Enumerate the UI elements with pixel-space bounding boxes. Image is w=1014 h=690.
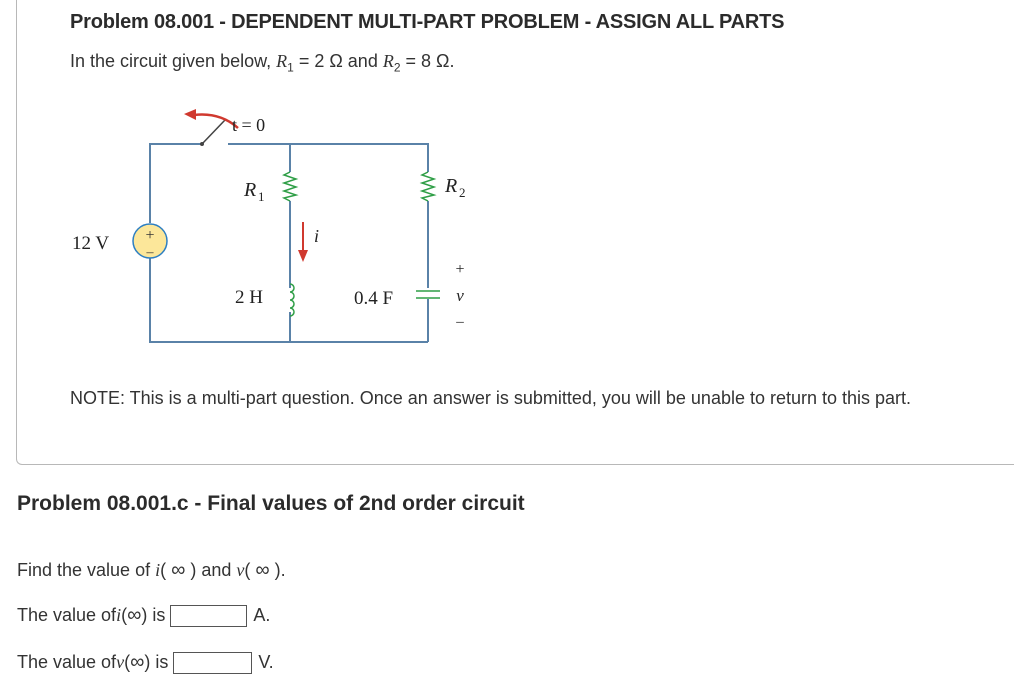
- wire-bottom: [149, 257, 428, 343]
- answer-row-current: The value of i( ∞ ) is A.: [17, 604, 271, 627]
- r2-value: = 8 Ω.: [400, 51, 455, 71]
- question-text: Find the value of i( ∞ ) and v( ∞ ).: [17, 559, 286, 581]
- r2-symbol: R: [382, 51, 394, 71]
- wire-top-right: [228, 143, 429, 172]
- voltage-plus: +: [455, 261, 464, 278]
- inductor-label: 2 H: [235, 287, 263, 308]
- r2-subscript: 2: [393, 60, 401, 75]
- current-unit: A.: [253, 605, 271, 625]
- r1-resistor: [281, 171, 299, 202]
- part-title: Problem 08.001.c - Final values of 2nd o…: [17, 492, 525, 515]
- note-text: NOTE: This is a multi-part question. Onc…: [70, 388, 912, 408]
- current-arrowhead: [298, 250, 308, 262]
- inductor: [289, 283, 295, 317]
- source-plus: +: [145, 227, 154, 244]
- circuit-wires: [149, 143, 429, 343]
- voltage-minus: –: [455, 314, 464, 330]
- voltage-label: v: [456, 286, 464, 305]
- problem-intro: In the circuit given below, R1 = 2 Ω and…: [70, 51, 455, 75]
- problem-card: [16, 0, 1014, 465]
- voltage-answer-input[interactable]: [173, 651, 253, 674]
- r1-symbol: R: [276, 51, 288, 71]
- switch: [184, 109, 239, 146]
- current-label: i: [314, 226, 319, 246]
- infinity-symbol: ∞: [171, 559, 186, 581]
- infinity-symbol: ∞: [255, 559, 270, 581]
- var-v: v: [236, 560, 245, 580]
- r1-value: = 2 Ω and: [293, 51, 383, 71]
- r2-label: R: [444, 175, 457, 197]
- infinity-symbol: ∞: [127, 604, 142, 626]
- intro-prefix: In the circuit given below,: [70, 51, 277, 71]
- problem-title: Problem 08.001 - DEPENDENT MULTI-PART PR…: [70, 11, 785, 33]
- r1-label: R: [243, 179, 256, 201]
- answer-row-voltage: The value of v( ∞ ) is V.: [17, 651, 274, 674]
- r1-subscript: 1: [287, 60, 294, 75]
- circuit-diagram: t = 0 + – 12 V R 1 R 2 i 2 H 0.4 F + v –: [72, 109, 466, 343]
- capacitor: [416, 290, 440, 299]
- source-minus: –: [146, 245, 155, 260]
- r2-resistor: [419, 171, 437, 202]
- switch-label: t = 0: [232, 115, 265, 135]
- wire-left-top: [149, 143, 202, 223]
- current-answer-input[interactable]: [170, 604, 248, 627]
- source-label: 12 V: [72, 233, 109, 254]
- voltage-unit: V.: [258, 652, 274, 672]
- voltage-source: + –: [132, 223, 168, 260]
- r1-label-sub: 1: [258, 189, 265, 204]
- infinity-symbol: ∞: [130, 651, 145, 673]
- capacitor-label: 0.4 F: [354, 288, 393, 309]
- r2-label-sub: 2: [459, 185, 466, 200]
- var-i: i: [155, 560, 161, 580]
